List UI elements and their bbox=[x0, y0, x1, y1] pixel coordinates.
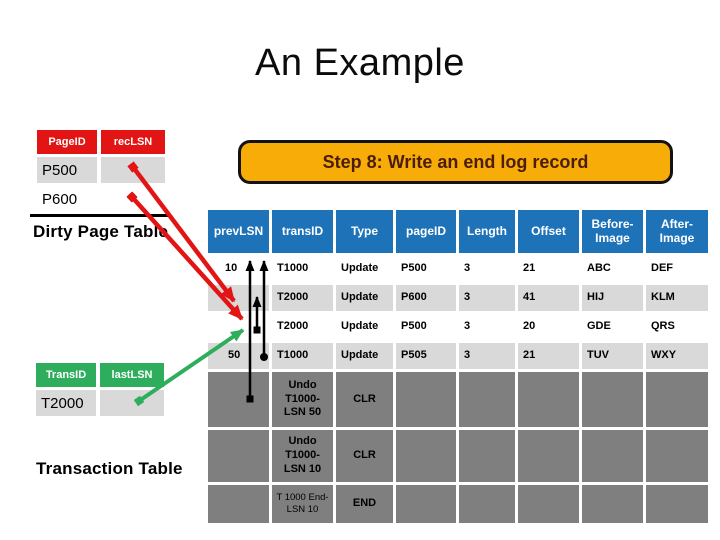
log-cell: Update bbox=[336, 314, 393, 340]
log-col-header: Type bbox=[336, 210, 393, 253]
log-cell: TUV bbox=[582, 343, 643, 369]
log-cell: 41 bbox=[518, 285, 579, 311]
log-cell: 3 bbox=[459, 256, 515, 282]
log-cell bbox=[582, 430, 643, 482]
log-col-header: prevLSN bbox=[208, 210, 269, 253]
log-cell bbox=[208, 485, 269, 523]
log-cell bbox=[459, 372, 515, 427]
log-cell: 3 bbox=[459, 343, 515, 369]
log-cell: Update bbox=[336, 285, 393, 311]
log-col-header: Offset bbox=[518, 210, 579, 253]
log-cell: Undo T1000- LSN 10 bbox=[272, 430, 333, 482]
log-cell bbox=[646, 372, 708, 427]
log-cell bbox=[396, 430, 456, 482]
dpt-cell-reclsn bbox=[101, 157, 165, 183]
log-cell: KLM bbox=[646, 285, 708, 311]
transaction-table: TransID lastLSN T2000 bbox=[36, 363, 164, 416]
log-record-table: prevLSN transID Type pageID Length Offse… bbox=[208, 210, 708, 523]
log-cell bbox=[396, 372, 456, 427]
tt-header-lastlsn: lastLSN bbox=[100, 363, 164, 387]
log-cell: 21 bbox=[518, 256, 579, 282]
transaction-table-label: Transaction Table bbox=[36, 459, 183, 478]
log-cell bbox=[518, 430, 579, 482]
dirty-page-table-underline bbox=[30, 214, 168, 217]
log-cell: CLR bbox=[336, 372, 393, 427]
log-cell bbox=[459, 430, 515, 482]
dpt-header-pageid: PageID bbox=[37, 130, 97, 154]
slide-title: An Example bbox=[255, 42, 465, 84]
log-cell bbox=[646, 430, 708, 482]
log-cell: CLR bbox=[336, 430, 393, 482]
log-cell: T1000 bbox=[272, 343, 333, 369]
log-col-header: transID bbox=[272, 210, 333, 253]
log-col-header: Before-Image bbox=[582, 210, 643, 253]
log-cell bbox=[582, 372, 643, 427]
log-cell bbox=[518, 372, 579, 427]
log-cell: GDE bbox=[582, 314, 643, 340]
log-cell: 10 bbox=[208, 256, 269, 282]
log-cell bbox=[582, 485, 643, 523]
log-cell: P505 bbox=[396, 343, 456, 369]
log-col-header: pageID bbox=[396, 210, 456, 253]
dpt-cell-pageid: P600 bbox=[37, 186, 97, 213]
log-col-header: After-Image bbox=[646, 210, 708, 253]
log-cell: ABC bbox=[582, 256, 643, 282]
log-cell: 3 bbox=[459, 285, 515, 311]
log-cell: P500 bbox=[396, 314, 456, 340]
log-cell bbox=[208, 314, 269, 340]
log-cell: 50 bbox=[208, 343, 269, 369]
log-cell bbox=[208, 372, 269, 427]
log-cell: T 1000 End- LSN 10 bbox=[272, 485, 333, 523]
log-cell: T2000 bbox=[272, 314, 333, 340]
log-cell: QRS bbox=[646, 314, 708, 340]
dirty-page-table: PageID recLSN P500 P600 bbox=[37, 130, 165, 213]
log-cell: WXY bbox=[646, 343, 708, 369]
tt-header-transid: TransID bbox=[36, 363, 96, 387]
log-cell: 21 bbox=[518, 343, 579, 369]
log-cell: Update bbox=[336, 256, 393, 282]
log-col-header: Length bbox=[459, 210, 515, 253]
log-cell: 3 bbox=[459, 314, 515, 340]
log-cell: T1000 bbox=[272, 256, 333, 282]
step-banner: Step 8: Write an end log record bbox=[238, 140, 673, 184]
log-cell: Undo T1000- LSN 50 bbox=[272, 372, 333, 427]
log-cell: 20 bbox=[518, 314, 579, 340]
log-cell: END bbox=[336, 485, 393, 523]
log-cell bbox=[208, 285, 269, 311]
log-cell bbox=[208, 430, 269, 482]
log-cell bbox=[459, 485, 515, 523]
dpt-cell-reclsn bbox=[101, 186, 165, 213]
log-cell bbox=[396, 485, 456, 523]
dpt-cell-pageid: P500 bbox=[37, 157, 97, 183]
log-cell bbox=[646, 485, 708, 523]
dpt-header-reclsn: recLSN bbox=[101, 130, 165, 154]
tt-cell-transid: T2000 bbox=[36, 390, 96, 416]
log-cell: HIJ bbox=[582, 285, 643, 311]
log-cell: P600 bbox=[396, 285, 456, 311]
log-cell: Update bbox=[336, 343, 393, 369]
log-cell: P500 bbox=[396, 256, 456, 282]
log-cell: DEF bbox=[646, 256, 708, 282]
step-banner-text: Step 8: Write an end log record bbox=[322, 151, 589, 172]
tt-cell-lastlsn bbox=[100, 390, 164, 416]
log-cell bbox=[518, 485, 579, 523]
dirty-page-table-label: Dirty Page Table bbox=[33, 222, 169, 241]
log-cell: T2000 bbox=[272, 285, 333, 311]
